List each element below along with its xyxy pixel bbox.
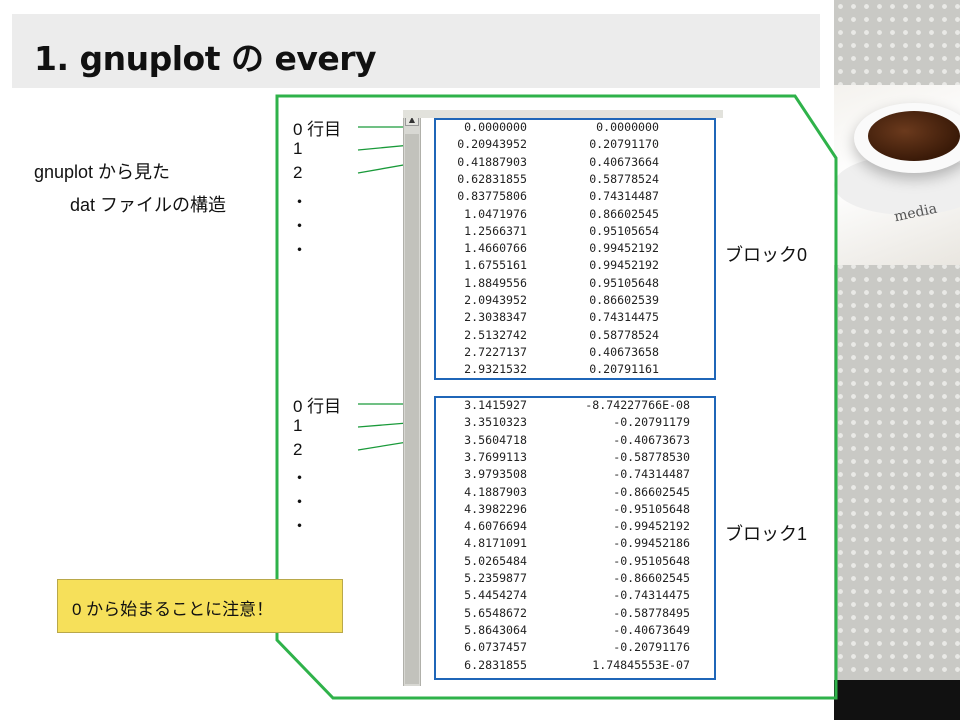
row-label-1: 1 [293,416,303,435]
data-cell-x: 4.1887903 [464,484,527,499]
data-cell-x: 1.8849556 [464,275,527,290]
ellipsis-dot: ・ [291,469,308,489]
row-label-0: 0 行目 [293,397,342,416]
data-cell-y: 0.99452192 [589,258,659,273]
data-cell-y: 0.58778524 [589,171,659,186]
data-cell-x: 2.5132742 [464,327,527,342]
data-cell-x: 3.5604718 [464,432,527,447]
block1-highlight [434,396,716,680]
data-cell-x: 3.9793508 [464,467,527,482]
ellipsis-dot: ・ [291,517,308,537]
data-cell-y: -0.86602545 [613,484,690,499]
data-cell-x: 0.20943952 [457,137,527,152]
data-cell-x: 2.7227137 [464,344,527,359]
side-text-line2: dat ファイルの構造 [70,195,227,215]
data-cell-x: 3.7699113 [464,449,527,464]
editor-top-edge [403,110,723,118]
data-cell-y: -0.74314487 [613,467,690,482]
block0-highlight [434,118,716,380]
data-cell-x: 5.2359877 [464,571,527,585]
block1-label: ブロック1 [725,524,808,544]
data-cell-x: 5.4454274 [464,588,527,603]
data-text-area [420,110,722,686]
slide-title: 1. gnuplot の every [34,39,377,78]
data-cell-x: 0.41887903 [457,154,527,169]
data-cell-y: 0.0000000 [596,120,659,134]
data-cell-x: 1.6755161 [464,258,527,273]
data-cell-y: 0.86602539 [589,293,659,307]
ellipsis-dot: ・ [291,493,308,513]
data-cell-x: 1.4660766 [464,241,527,256]
data-cell-y: 0.74314487 [589,189,659,204]
data-cell-x: 2.9321532 [464,362,527,377]
data-cell-x: 0.62831855 [457,171,527,186]
data-cell-y: -0.40673649 [613,622,690,637]
coffee-cup-image: media [834,85,960,265]
data-cell-x: 4.8171091 [464,536,527,551]
data-cell-x: 0.83775806 [457,189,527,204]
scroll-thumb[interactable] [405,134,419,684]
row-label-0: 0 行目 [293,120,342,139]
data-cell-y: -0.99452192 [613,519,690,534]
data-cell-x: 3.3510323 [464,415,527,430]
data-cell-x: 2.3038347 [464,310,527,325]
note-callout: 0 から始まることに注意！ [57,579,343,633]
ellipsis-dot: ・ [291,241,308,261]
data-cell-y: -0.99452186 [613,536,690,551]
block0-label: ブロック0 [725,245,808,265]
data-cell-y: 0.99452192 [589,241,659,256]
ellipsis-dot: ・ [291,193,308,213]
data-cell-y: 1.74845553E-07 [592,657,690,672]
row-label-2: 2 [293,440,303,459]
data-cell-y: 0.20791170 [589,137,659,152]
data-cell-y: -0.95105648 [613,501,690,516]
data-cell-y: -0.20791179 [613,415,690,430]
coffee-shape [868,111,960,161]
title-bar: 1. gnuplot の every [12,14,820,88]
vertical-scrollbar[interactable]: ▲ [403,110,421,686]
decorative-bottom-bar [834,680,960,720]
note-text: 0 から始まることに注意！ [72,600,274,619]
data-cell-y: 0.95105654 [589,223,659,238]
data-cell-x: 3.1415927 [464,398,527,412]
row-label-1: 1 [293,139,303,158]
row-label-2: 2 [293,163,303,182]
data-cell-x: 4.6076694 [464,519,527,534]
data-cell-y: -0.95105648 [613,553,690,568]
data-cell-y: 0.86602545 [589,206,659,221]
ellipsis-dot: ・ [291,217,308,237]
data-cell-x: 1.0471976 [464,206,527,221]
data-cell-x: 5.8643064 [464,622,527,637]
data-cell-y: 0.58778524 [589,327,659,342]
data-cell-x: 5.6548672 [464,605,527,620]
green-callout-frame [275,94,838,700]
side-text-line1: gnuplot から見た [34,162,171,182]
data-cell-y: 0.20791161 [589,362,659,377]
data-cell-x: 0.0000000 [464,120,527,134]
data-cell-x: 5.0265484 [464,553,527,568]
data-cell-y: 0.40673658 [589,344,659,359]
data-cell-x: 2.0943952 [464,293,527,307]
data-cell-x: 6.0737457 [464,640,527,655]
data-cell-y: -8.74227766E-08 [585,398,690,412]
data-cell-x: 6.2831855 [464,657,527,672]
data-cell-y: -0.74314475 [613,588,690,603]
data-cell-y: -0.20791176 [613,640,690,655]
data-cell-x: 4.3982296 [464,501,527,516]
data-cell-y: 0.74314475 [589,310,659,325]
data-cell-y: 0.40673664 [589,154,659,169]
data-cell-y: -0.58778530 [613,449,690,464]
data-cell-x: 1.2566371 [464,223,527,238]
data-cell-y: -0.86602545 [613,571,690,585]
data-cell-y: -0.40673673 [613,432,690,447]
data-cell-y: 0.95105648 [589,275,659,290]
data-cell-y: -0.58778495 [613,605,690,620]
